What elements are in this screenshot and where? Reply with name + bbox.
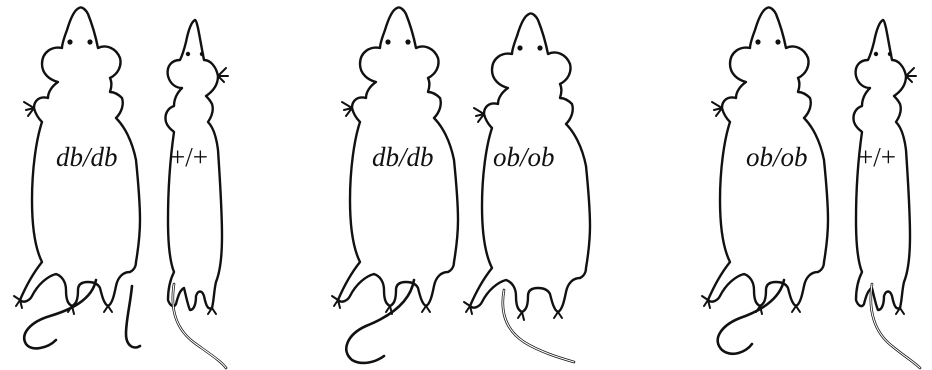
tail	[346, 280, 414, 363]
genotype-label-pair2-right: ob/ob	[493, 142, 555, 172]
pair-3	[702, 7, 920, 368]
genotype-label-pair1-left: db/db	[56, 142, 118, 172]
tail	[718, 280, 784, 354]
tail	[126, 286, 140, 348]
genotype-label-pair3-right: +/+	[858, 142, 896, 172]
pair-2	[332, 7, 590, 363]
genotype-label-pair1-right: +/+	[170, 142, 208, 172]
genotype-label-pair3-left: ob/ob	[746, 142, 808, 172]
pair-1	[14, 7, 228, 368]
tail	[173, 284, 226, 368]
genotype-label-pair2-left: db/db	[372, 142, 434, 172]
